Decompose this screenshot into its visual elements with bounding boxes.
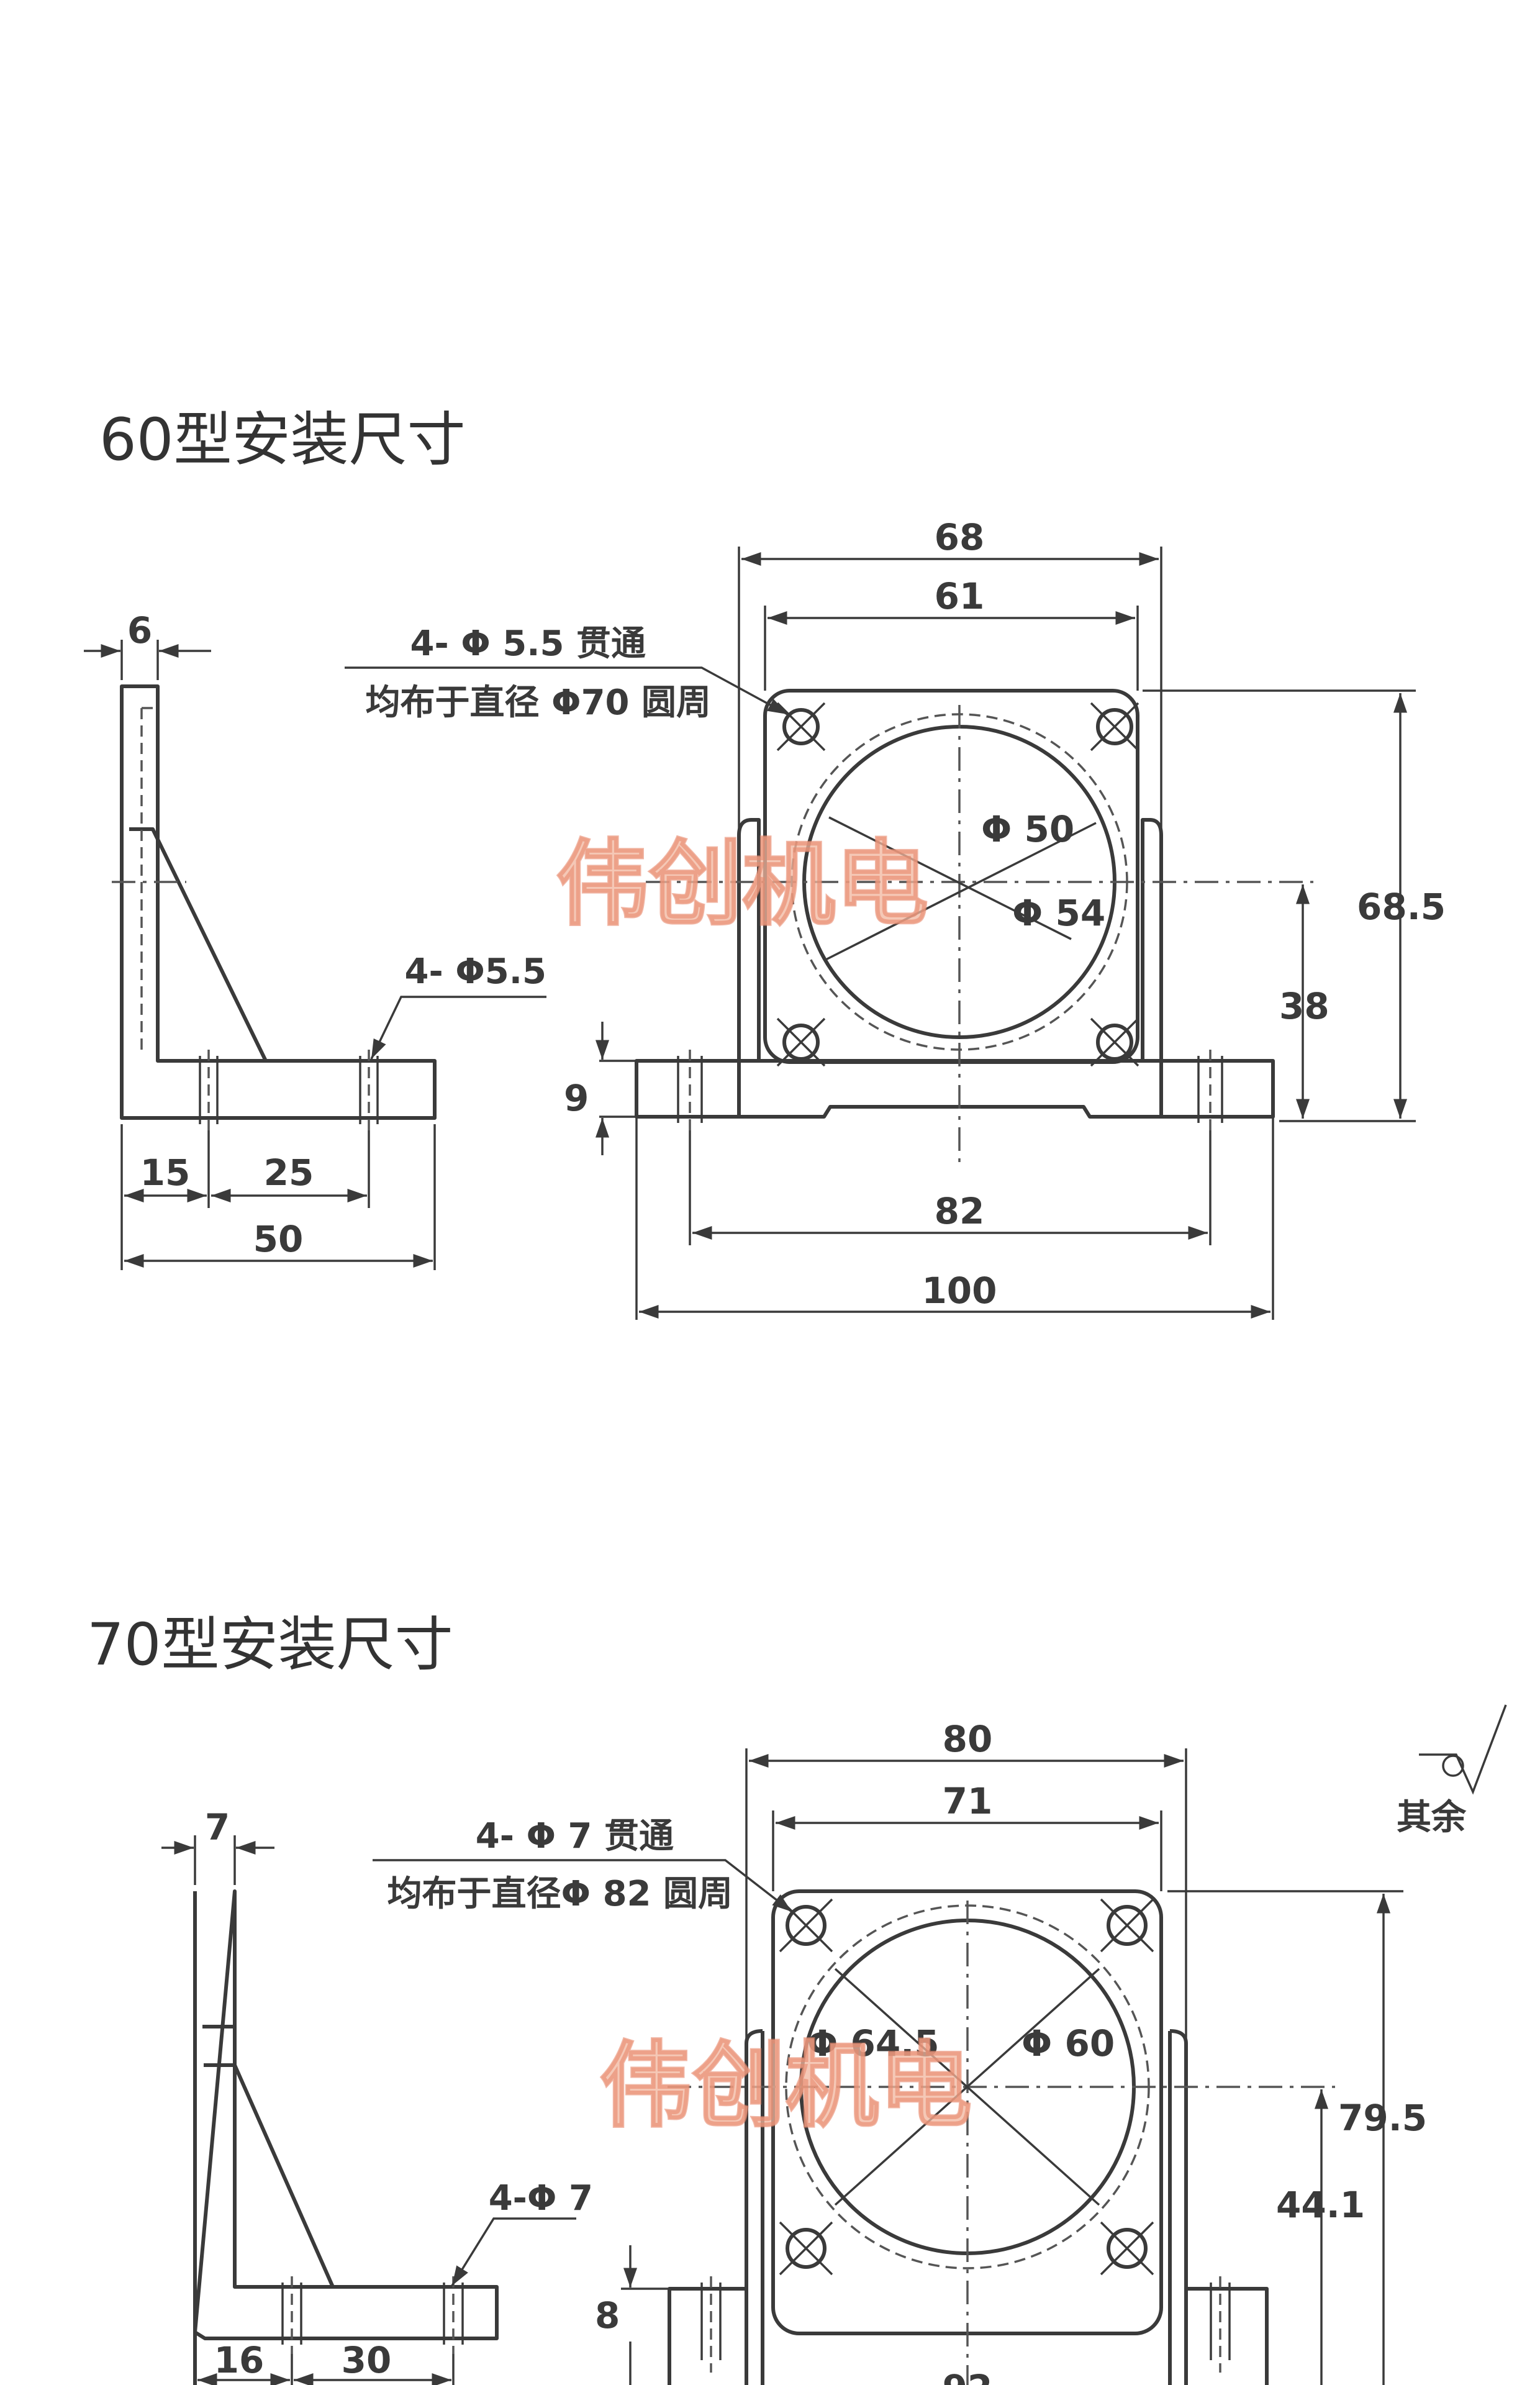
ext-lines: [745, 1748, 1187, 2043]
slot-lines: [281, 2283, 464, 2345]
center-lines: [646, 705, 1313, 1168]
front-hole-note-70-a: 4- Φ 7 贯通: [476, 1816, 674, 1856]
diameter-line: [834, 1968, 1100, 2206]
leader-line: [373, 1859, 793, 1913]
mount-hole: [1096, 708, 1133, 745]
roughness-check-icon: [1419, 1704, 1507, 1795]
mount-hole: [782, 708, 820, 745]
mount-hole: [786, 1905, 827, 1946]
side-hole-note-70: 4-Φ 7: [489, 2178, 593, 2219]
leader-line: [370, 996, 546, 1060]
mount-hole: [786, 2228, 827, 2269]
side-view-60: 6 4- Φ5.5 15 25 50: [84, 609, 546, 1270]
roughness-note: 其余: [1397, 1797, 1467, 1838]
section-60: 60型安装尺寸 6 4- Φ5.5 15 25 50: [84, 406, 1446, 1320]
hole-crosses: [776, 702, 1139, 1067]
right-rib: [1168, 2031, 1188, 2385]
slot-centers: [291, 2276, 455, 2354]
dim-68: 68: [935, 516, 985, 558]
base-flange: [635, 1059, 1275, 1119]
front-hole-note-60-b: 均布于直径 Φ70 圆周: [365, 683, 711, 723]
dim-thickness-7: 7: [205, 1806, 230, 1848]
angle-bracket-outline: [193, 1889, 499, 2385]
dim-38: 38: [1279, 985, 1329, 1027]
diameter-line: [825, 822, 1097, 961]
rib-step: [202, 2025, 237, 2067]
dim-80: 80: [943, 1718, 993, 1760]
front-hole-note-70-b: 均布于直径Φ 82 圆周: [387, 1874, 733, 1914]
dia-60: Φ 60: [1021, 2022, 1115, 2065]
dim-44-1: 44.1: [1276, 2184, 1365, 2226]
roughness-circle-icon: [1442, 1755, 1464, 1777]
dim-61: 61: [935, 575, 985, 617]
left-rib: [745, 2031, 764, 2385]
gusset-rib: [233, 2064, 335, 2288]
dim-92: 92: [943, 2367, 993, 2385]
dia-54: Φ 54: [1012, 892, 1105, 934]
dim-100: 100: [922, 1270, 997, 1312]
dia-64-5: Φ 64.5: [807, 2022, 940, 2065]
ext-lines: [194, 1835, 236, 1885]
mount-holes: [776, 702, 1139, 1067]
section-70: 70型安装尺寸 其余 7 4-Φ 7 16: [87, 1611, 1507, 2385]
right-rib: [1141, 818, 1163, 1061]
ext-lines: [599, 1060, 636, 1118]
slot-lines: [199, 1056, 379, 1124]
section-70-title: 70型安装尺寸: [87, 1611, 453, 1679]
dim-82: 82: [935, 1190, 985, 1232]
dim-25: 25: [264, 1152, 314, 1194]
roughness-symbol: 其余: [1397, 1704, 1507, 1838]
mount-hole: [1107, 1905, 1148, 1946]
front-hole-note-60-a: 4- Φ 5.5 贯通: [410, 624, 646, 664]
ext-lines: [1143, 689, 1416, 1122]
side-view-70: 7 4-Φ 7 16 30: [161, 1806, 593, 2385]
ext-lines: [635, 1117, 1274, 1320]
dim-15: 15: [140, 1152, 191, 1194]
front-view-60: 68 61 4- Φ 5.5 贯通 均布于直径 Φ70 圆周 Φ 50 Φ 54…: [345, 516, 1446, 1320]
ext-lines: [120, 1124, 436, 1270]
side-hole-note-60: 4- Φ5.5: [404, 952, 546, 992]
slot-centers: [207, 1050, 370, 1130]
hidden-line: [140, 707, 154, 1056]
dim-71: 71: [943, 1780, 993, 1822]
mount-hole: [782, 1024, 820, 1061]
mount-hole: [1107, 2228, 1148, 2269]
ext-lines: [120, 640, 159, 680]
gusset-rib: [129, 827, 268, 1062]
front-view-70: 80 71 4- Φ 7 贯通 均布于直径Φ 82 圆周 Φ 64.5 Φ 60…: [373, 1718, 1427, 2385]
center-lines: [668, 1901, 1335, 2385]
slot-centers: [710, 2276, 1221, 2373]
dim-9: 9: [564, 1077, 589, 1119]
slot-lines: [700, 2283, 1231, 2360]
slot-centers: [689, 1050, 1212, 1130]
dim-79-5: 79.5: [1338, 2097, 1427, 2139]
leader-line: [345, 666, 788, 716]
section-60-title: 60型安装尺寸: [99, 406, 466, 474]
slot-lines: [677, 1056, 1223, 1123]
watermark-70: 伟创机电: [599, 2032, 972, 2140]
dim-16: 16: [214, 2339, 265, 2381]
dia-50: Φ 50: [981, 808, 1074, 850]
ext-lines: [194, 2345, 455, 2385]
leader-line: [451, 2217, 576, 2286]
watermark-60: 伟创机电: [556, 830, 928, 938]
dim-thickness-6: 6: [127, 609, 152, 652]
mount-hole: [1096, 1024, 1133, 1061]
angle-bracket-outline: [120, 684, 437, 1120]
dim-50: 50: [253, 1218, 304, 1260]
hole-crosses: [779, 1898, 1154, 2276]
mount-holes: [779, 1898, 1154, 2276]
dim-30: 30: [342, 2339, 392, 2381]
dim-68-5: 68.5: [1357, 886, 1446, 928]
diameter-line: [828, 816, 1072, 940]
dim-8: 8: [595, 2294, 620, 2337]
